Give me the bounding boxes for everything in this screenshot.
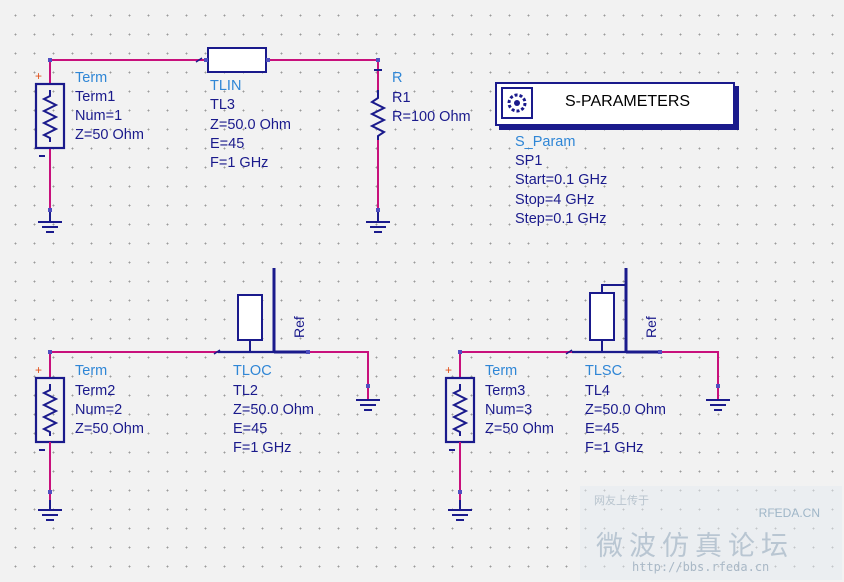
sparam-step: Step=0.1 GHz — [515, 211, 607, 227]
tlsc-e: E=45 — [585, 421, 620, 437]
ground-icon — [705, 399, 731, 411]
ground-icon — [37, 221, 63, 233]
term2-type: Term — [75, 363, 108, 379]
term3-num: Num=3 — [485, 402, 533, 418]
watermark-url: http://bbs.rfeda.cn — [632, 560, 770, 574]
tloc-e: E=45 — [233, 421, 268, 437]
r1-type: R — [392, 70, 403, 86]
tlsc-circuit: Ref — [443, 268, 731, 521]
term3-name: Term3 — [485, 383, 526, 399]
tloc-circuit: Ref — [33, 268, 381, 521]
term1-name: Term1 — [75, 89, 116, 105]
ground-icon — [447, 509, 473, 521]
term2-num: Num=2 — [75, 402, 123, 418]
term2-name: Term2 — [75, 383, 116, 399]
tloc-name: TL2 — [233, 383, 258, 399]
sparam-start: Start=0.1 GHz — [515, 172, 608, 188]
tlin-name: TL3 — [210, 97, 235, 113]
watermark-brand: RFEDA.CN — [758, 506, 820, 520]
sparam-name: SP1 — [515, 153, 543, 169]
top-circuit — [33, 47, 391, 233]
tlsc-symbol[interactable] — [589, 292, 615, 341]
tlin-f: F=1 GHz — [210, 155, 269, 171]
watermark-top: 网友上传于 — [594, 494, 649, 507]
tlin-z: Z=50.0 Ohm — [210, 117, 291, 133]
r1-name: R1 — [392, 90, 411, 106]
gear-icon — [501, 87, 533, 119]
tlsc-type: TLSC — [585, 363, 623, 379]
term1-num: Num=1 — [75, 108, 123, 124]
tloc-f: F=1 GHz — [233, 440, 292, 456]
tlin-symbol[interactable] — [207, 47, 267, 73]
term1-z: Z=50 Ohm — [75, 127, 144, 143]
r1-value: R=100 Ohm — [392, 109, 471, 125]
term1-type: Term — [75, 70, 108, 86]
term2-z: Z=50 Ohm — [75, 421, 144, 437]
ref-label: Ref — [643, 316, 659, 338]
wire — [49, 59, 206, 84]
tlsc-name: TL4 — [585, 383, 610, 399]
resistor-symbol[interactable] — [369, 90, 387, 140]
tlin-type: TLIN — [210, 78, 242, 94]
tloc-z: Z=50.0 Ohm — [233, 402, 314, 418]
s-parameters-block[interactable]: S-PARAMETERS — [495, 82, 735, 126]
ground-icon — [365, 221, 391, 233]
pin-mark — [195, 57, 203, 63]
tloc-type: TLOC — [233, 363, 272, 379]
term3-z: Z=50 Ohm — [485, 421, 554, 437]
tlsc-f: F=1 GHz — [585, 440, 644, 456]
watermark: 网友上传于 RFEDA.CN 微波仿真论坛 http://bbs.rfeda.c… — [580, 486, 842, 580]
tlin-e: E=45 — [210, 136, 245, 152]
sparam-type: S_Param — [515, 134, 576, 150]
tlsc-z: Z=50.0 Ohm — [585, 402, 666, 418]
ground-icon — [355, 399, 381, 411]
ref-label: Ref — [291, 316, 307, 338]
watermark-chinese: 微波仿真论坛 — [596, 531, 794, 562]
tloc-symbol[interactable] — [237, 294, 263, 341]
s-parameters-header: S-PARAMETERS — [565, 93, 691, 110]
term3-type: Term — [485, 363, 518, 379]
sparam-stop: Stop=4 GHz — [515, 192, 595, 208]
ground-icon — [37, 509, 63, 521]
